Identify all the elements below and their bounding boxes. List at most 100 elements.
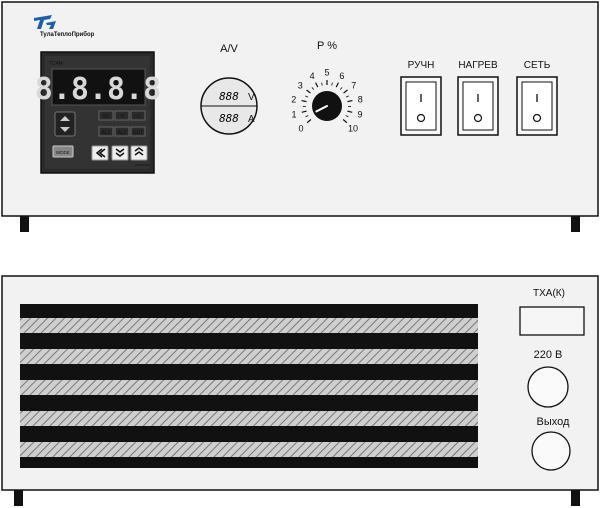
dial-minor-tick <box>345 115 349 118</box>
controller-display: 8.8.8.8 <box>35 72 161 107</box>
dial-tick <box>335 82 339 88</box>
switch-panel: РУЧН НАГРЕВ СЕТЬ <box>400 60 558 136</box>
grille-hatched-stripe <box>20 411 478 426</box>
dial-tick-label: 4 <box>310 71 315 81</box>
dial-tick <box>301 100 307 103</box>
controller-down-button[interactable] <box>111 145 129 161</box>
switch-1[interactable]: РУЧН <box>400 60 442 136</box>
meter-title: A/V <box>220 43 238 55</box>
meter-unit-top: V <box>248 92 255 103</box>
indicator-label: AL2 <box>118 130 127 136</box>
dial-minor-tick <box>339 87 343 90</box>
dial-tick <box>306 89 311 94</box>
output-socket <box>531 431 571 471</box>
indicator-box <box>98 110 114 121</box>
mode-button-label: MODE <box>56 150 70 155</box>
dial-tick <box>347 110 353 113</box>
dial-tick-label: 5 <box>324 68 329 78</box>
switch-off-mark <box>473 113 483 123</box>
meter-display-bottom: 888 <box>219 112 239 125</box>
ampere-volt-meter: A/V 888 V 888 A <box>200 43 258 135</box>
dial-tick-label: 7 <box>351 81 356 91</box>
switch-rocker[interactable] <box>462 81 494 131</box>
controller-shift-button[interactable] <box>91 145 109 161</box>
dial-tick-label: 1 <box>292 110 297 120</box>
front-foot-right <box>571 216 580 232</box>
dial-minor-tick <box>305 115 309 118</box>
controller-up-button[interactable] <box>130 145 148 161</box>
indicator-label: °F <box>119 114 124 120</box>
logo-mark-icon <box>34 15 56 29</box>
grille-hatched-stripe <box>20 318 478 333</box>
dial-tick-label: 9 <box>357 110 362 120</box>
grille-hatched-stripe <box>20 349 478 364</box>
dial-tick <box>315 82 319 88</box>
grille-stripes <box>20 318 478 457</box>
company-logo: ТулаТеплоПрибор <box>34 15 95 38</box>
controller-brand: Autonics <box>135 162 150 167</box>
front-foot-left <box>20 216 29 232</box>
arrow-down-icon <box>60 127 70 132</box>
dial-tick-label: 6 <box>339 71 344 81</box>
output-socket-label: Выход <box>537 416 570 428</box>
dial-minor-tick <box>321 82 323 86</box>
switch-2[interactable]: НАГРЕВ <box>457 60 499 136</box>
connector-label: ТХА(К) <box>533 288 565 299</box>
meter-unit-bottom: A <box>248 114 255 125</box>
dial-minor-tick <box>345 95 349 98</box>
double-chevron-up-icon <box>134 147 144 156</box>
dial-minor-tick <box>305 95 309 98</box>
dial-tick-label: 3 <box>298 81 303 91</box>
switch-label: НАГРЕВ <box>458 60 498 71</box>
indicator-box <box>114 110 130 121</box>
indicator-box <box>130 110 146 121</box>
front-panel: ТулаТеплоПрибор TC4M 8.8.8.8 SV °F °C AL1 AL… <box>1 1 599 232</box>
controller-arrow-indicator <box>54 111 76 137</box>
switch-label: РУЧН <box>408 60 435 71</box>
dial-tick-label: 2 <box>291 94 296 104</box>
dial-tick <box>301 110 307 113</box>
dial-tick-label: 8 <box>358 94 363 104</box>
power-socket <box>527 366 569 408</box>
indicator-label: °C <box>135 114 141 120</box>
dial-minor-tick <box>331 82 333 86</box>
dial-knob[interactable] <box>312 91 342 121</box>
controller-indicators: SV °F °C AL1 AL2 OUT <box>98 110 146 137</box>
dial-tick-label: 0 <box>298 123 303 133</box>
indicator-box <box>98 126 114 137</box>
indicator-box <box>114 126 130 137</box>
temperature-controller: TC4M 8.8.8.8 SV °F °C AL1 AL2 OUT MODE <box>35 51 161 174</box>
switch-rocker[interactable] <box>405 81 437 131</box>
controller-model: TC4M <box>49 61 63 67</box>
indicator-label: AL1 <box>102 130 111 136</box>
dial-tick <box>342 119 348 124</box>
ventilation-grille <box>20 304 478 468</box>
indicator-box <box>130 126 146 137</box>
rear-panel: ТХА(К) 220 В Выход <box>1 275 599 506</box>
double-chevron-left-icon <box>95 148 106 158</box>
controller-mode-button[interactable]: MODE <box>52 145 74 158</box>
indicator-label: OUT <box>133 130 144 136</box>
switch-off-mark <box>532 113 542 123</box>
rear-foot-left <box>14 490 23 506</box>
power-socket-label: 220 В <box>534 349 563 361</box>
logo-text: ТулаТеплоПрибор <box>40 31 95 38</box>
controller-lcd <box>51 68 146 106</box>
rear-foot-right <box>571 490 580 506</box>
dial-pointer <box>315 105 328 113</box>
indicator-label: SV <box>103 114 110 120</box>
thermocouple-connector <box>519 306 585 336</box>
switch-3[interactable]: СЕТЬ <box>516 60 558 136</box>
meter-display-top: 888 <box>219 90 239 103</box>
dial-minor-tick <box>311 87 315 90</box>
dial-tick <box>306 119 312 124</box>
switch-rocker[interactable] <box>521 81 553 131</box>
switch-off-mark <box>416 113 426 123</box>
dial-tick-label: 10 <box>348 123 358 133</box>
dial-tick <box>347 100 353 103</box>
grille-hatched-stripe <box>20 442 478 457</box>
switch-label: СЕТЬ <box>524 60 551 71</box>
